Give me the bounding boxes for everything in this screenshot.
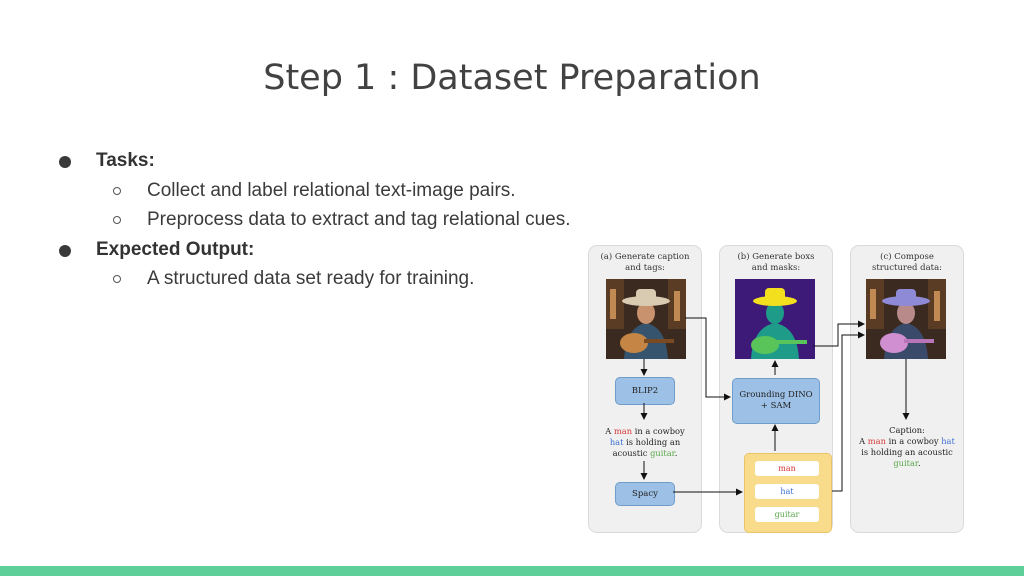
sub-bullet: A structured data set ready for training… (58, 266, 618, 296)
structured-caption: Caption: A man in a cowboy hat is holdin… (859, 425, 955, 468)
tag-guitar: guitar (755, 507, 819, 522)
sub-bullet-text: Preprocess data to extract and tag relat… (147, 209, 571, 230)
footer-accent-bar (0, 566, 1024, 576)
bullet-list: Tasks: Collect and label relational text… (58, 148, 618, 296)
grounding-dino-sam-box: Grounding DINO+ SAM (732, 378, 820, 424)
bullet-dot-icon (59, 156, 71, 168)
tag-man: man (755, 461, 819, 476)
sub-bullet-text: Collect and label relational text-image … (147, 179, 516, 201)
bullet-dot-icon (59, 244, 71, 257)
cowboy-photo (606, 279, 686, 359)
spacy-box: Spacy (615, 482, 675, 506)
bullet-label: Tasks: (96, 150, 155, 171)
sub-bullet: Preprocess data to extract and tag relat… (58, 207, 618, 237)
blip2-box: BLIP2 (615, 377, 675, 405)
bullet-tasks: Tasks: (58, 148, 618, 178)
hollow-bullet-icon (113, 216, 121, 224)
sub-bullet: Collect and label relational text-image … (58, 178, 618, 208)
slide-title: Step 1 : Dataset Preparation (263, 58, 761, 98)
hollow-bullet-icon (113, 186, 121, 195)
sub-bullet-text: A structured data set ready for training… (147, 268, 475, 289)
segmentation-mask (735, 279, 815, 359)
tag-list: man hat guitar (744, 453, 832, 533)
flow-arrows (640, 317, 910, 496)
tag-hat: hat (755, 484, 819, 499)
bullet-label: Expected Output: (96, 238, 255, 260)
hollow-bullet-icon (113, 275, 121, 283)
bullet-expected-output: Expected Output: (58, 237, 618, 267)
annotated-photo (866, 279, 946, 359)
generated-caption: A man in a cowboy hat is holding an acou… (605, 426, 685, 458)
